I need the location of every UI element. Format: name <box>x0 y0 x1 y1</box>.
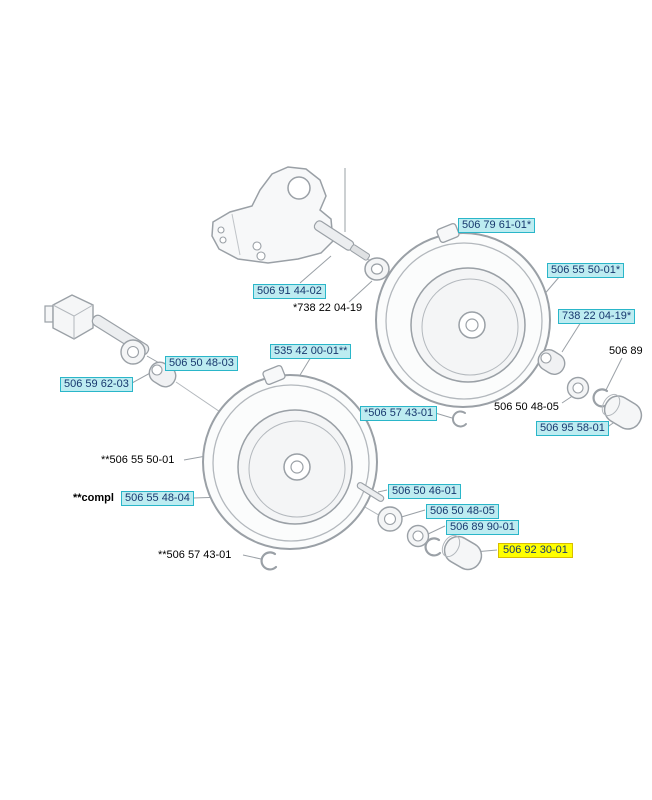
part-label-506-55-50-01-star[interactable]: 506 55 50-01* <box>547 263 625 278</box>
left-wheel <box>202 365 378 550</box>
circlip-mid <box>451 410 467 428</box>
washer-bottom-1 <box>377 506 403 532</box>
part-label-506-79-61-01[interactable]: 506 79 61-01* <box>458 218 536 233</box>
part-label-506-55-48-04[interactable]: 506 55 48-04 <box>121 491 194 506</box>
part-label-738-22-04-19-right[interactable]: 738 22 04-19* <box>558 309 636 324</box>
part-label-506-95-58-01[interactable]: 506 95 58-01 <box>536 421 609 436</box>
part-label-506-50-48-05[interactable]: 506 50 48-05 <box>426 504 499 519</box>
part-label-506-55-50-01-left: **506 55 50-01 <box>101 454 175 466</box>
part-label-506-89-partial: 506 89 <box>609 345 643 357</box>
part-label-506-92-30-01-highlighted[interactable]: 506 92 30-01 <box>498 543 573 558</box>
part-label-506-50-48-05-plain: 506 50 48-05 <box>494 401 559 413</box>
mounting-bracket <box>211 166 334 264</box>
compl-text: **compl <box>73 492 114 504</box>
circlip-bottom-left <box>260 551 278 571</box>
axle-bolt <box>313 220 371 261</box>
circlip-bottom <box>424 537 442 557</box>
washer-axle <box>364 257 390 281</box>
part-label-506-57-43-01-lower: **506 57 43-01 <box>158 549 232 561</box>
right-wheel <box>375 223 551 408</box>
part-label-738-22-04-19-left: *738 22 04-19 <box>293 302 363 314</box>
part-label-506-89-90-01[interactable]: 506 89 90-01 <box>446 520 519 535</box>
washer-left <box>120 339 146 365</box>
spacer-cylinder-bottom <box>441 534 483 571</box>
part-label-506-59-62-03[interactable]: 506 59 62-03 <box>60 377 133 392</box>
circlip-right <box>592 388 610 408</box>
part-label-535-42-00-01[interactable]: 535 42 00-01** <box>270 344 352 359</box>
part-label-506-91-44-02[interactable]: 506 91 44-02 <box>253 284 326 299</box>
left-mount-bracket <box>44 294 94 340</box>
spacer-cylinder-right <box>601 393 643 430</box>
part-label-506-57-43-01-upper[interactable]: *506 57 43-01 <box>360 406 438 421</box>
washer-bottom-2 <box>406 524 430 548</box>
bushing-right <box>537 349 566 375</box>
pin <box>356 482 385 502</box>
washer-right <box>566 376 590 400</box>
part-label-506-50-48-03[interactable]: 506 50 48-03 <box>165 356 238 371</box>
part-label-506-50-46-01[interactable]: 506 50 46-01 <box>388 484 461 499</box>
